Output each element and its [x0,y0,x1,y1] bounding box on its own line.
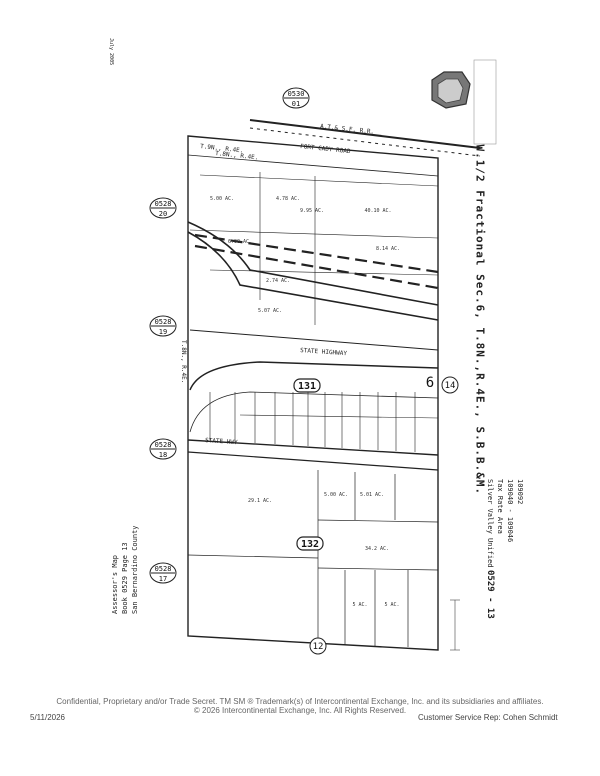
block-number: 132 [301,539,319,550]
svg-text:5 AC.: 5 AC. [384,602,399,608]
svg-text:6.90 AC.: 6.90 AC. [228,239,252,245]
confidential-notice: Confidential, Proprietary and/or Trade S… [56,697,544,706]
svg-text:5 AC.: 5 AC. [352,602,367,608]
acreage-labels: 5.00 AC. 4.78 AC. 9.95 AC. 40.10 AC. 6.9… [210,196,400,608]
svg-text:FORT CADY ROAD: FORT CADY ROAD [300,143,351,155]
section-number: 6 [426,375,434,391]
neighbor-page: 01 [292,100,300,108]
neighbor-book: 0528 [155,441,172,449]
svg-text:5.00 AC.: 5.00 AC. [324,492,348,498]
svg-text:T.9N., R.4E.: T.9N., R.4E. [200,143,244,154]
neighbor-book: 0528 [155,200,172,208]
svg-text:T.8N., R.4E.: T.8N., R.4E. [215,150,259,161]
svg-text:4.78 AC.: 4.78 AC. [276,196,300,202]
map-number: 0529 - 13 [485,570,495,619]
svg-text:A.T.& S.F. R.R.: A.T.& S.F. R.R. [320,123,375,136]
township-labels: T.9N., R.4E. T.8N., R.4E. T.8N., R.4E. [180,143,259,383]
svg-text:34.2 AC.: 34.2 AC. [365,546,389,552]
road-labels: STATE HIGHWAY STATE HWY FORT CADY ROAD A… [205,123,375,446]
tax-rate-code: 109092 [516,479,524,505]
parcel-map: 0530 01 0528 20 0528 19 0528 18 0528 17 … [149,59,497,655]
neighbor-page: 17 [159,575,167,583]
svg-text:STATE HIGHWAY: STATE HIGHWAY [300,347,348,357]
railroad-line [249,119,481,149]
neighbor-map-markers [149,87,310,584]
section-marker [441,376,459,394]
svg-text:8.14 AC.: 8.14 AC. [376,246,400,252]
svg-text:2.74 AC.: 2.74 AC. [266,278,290,284]
scale-bar [450,599,460,651]
neighbor-page: 20 [159,210,167,218]
svg-text:29.1 AC.: 29.1 AC. [248,498,272,504]
state-highway [187,361,439,471]
tax-rate-codes: 109040 - 109046 [506,479,514,543]
svg-text:5.07 AC.: 5.07 AC. [258,308,282,314]
lower-parcels [187,470,439,647]
neighbor-page: 18 [159,451,167,459]
print-date: 5/11/2026 [30,713,65,722]
neighbor-page: 19 [159,328,167,336]
neighbor-book: 0528 [155,318,172,326]
svg-text:T.8N., R.4E.: T.8N., R.4E. [180,340,187,383]
book-page-label: Book 0529 Page 13 [121,542,129,614]
block-number: 131 [298,381,316,392]
svg-text:5.00 AC.: 5.00 AC. [210,196,234,202]
tax-rate-area: Tax Rate Area [496,479,504,534]
svg-text:9.95 AC.: 9.95 AC. [300,208,324,214]
svg-text:5.01 AC.: 5.01 AC. [360,492,384,498]
section-boundary [187,135,439,651]
map-title: W.1/2 Fractional Sec.6, T.8N.,R.4E., S.B… [473,144,487,496]
neighbor-book: 0528 [155,565,172,573]
neighbor-book: 0530 [288,90,305,98]
section-number: 12 [313,642,324,652]
county-label: San Bernardino County [131,525,139,614]
county-seal-icon [431,59,497,145]
copyright-notice: © 2026 Intercontinental Exchange, Inc. A… [193,706,407,715]
lot-lines [209,392,439,452]
svg-text:40.10 AC.: 40.10 AC. [364,208,391,214]
map-date: July 2005 [108,38,114,66]
svg-text:STATE HWY: STATE HWY [205,437,238,446]
customer-service-rep: Customer Service Rep: Cohen Schmidt [418,713,558,722]
section-marker [309,637,327,655]
freeway-lines [187,221,439,321]
section-number: 14 [445,381,456,391]
assessor-map-label: Assessor's Map [111,554,119,614]
